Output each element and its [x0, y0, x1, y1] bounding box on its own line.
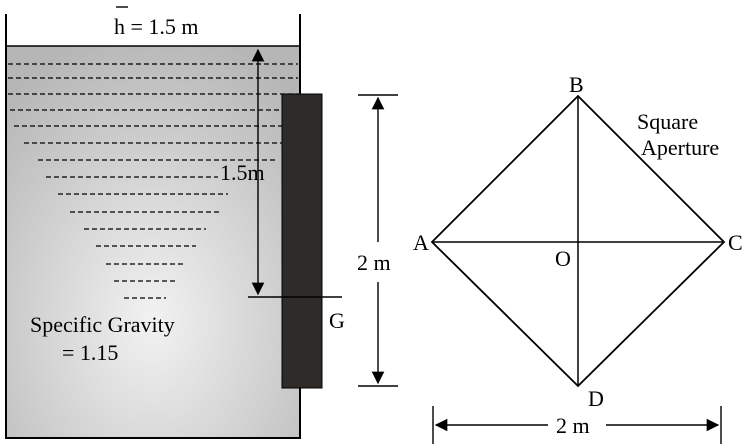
- tank-fluid: [6, 46, 300, 438]
- specific-gravity-label: Specific Gravity: [30, 312, 175, 337]
- vertex-c-label: C: [728, 230, 743, 255]
- width-label: 2 m: [556, 413, 590, 438]
- height-label: 2 m: [357, 250, 391, 275]
- vertex-d-label: D: [588, 386, 604, 411]
- plate-group: G 2 m: [248, 93, 398, 389]
- specific-gravity-value: = 1.15: [62, 340, 118, 365]
- square-aperture: B A C O D Square Aperture 2 m: [413, 72, 743, 444]
- tank: h = 1.5 m 1.5m Specific Gravity = 1.15: [5, 6, 301, 439]
- aperture-title-line1: Square: [637, 109, 698, 134]
- centroid-label: G: [329, 308, 345, 333]
- vertex-o-label: O: [555, 246, 571, 271]
- vertex-a-label: A: [413, 230, 429, 255]
- head-label: h = 1.5 m: [114, 14, 199, 39]
- fluid-dashes: [8, 63, 298, 299]
- vertex-b-label: B: [569, 72, 584, 97]
- plate: [281, 93, 323, 389]
- aperture-title-line2: Aperture: [641, 135, 719, 160]
- depth-label: 1.5m: [220, 160, 265, 185]
